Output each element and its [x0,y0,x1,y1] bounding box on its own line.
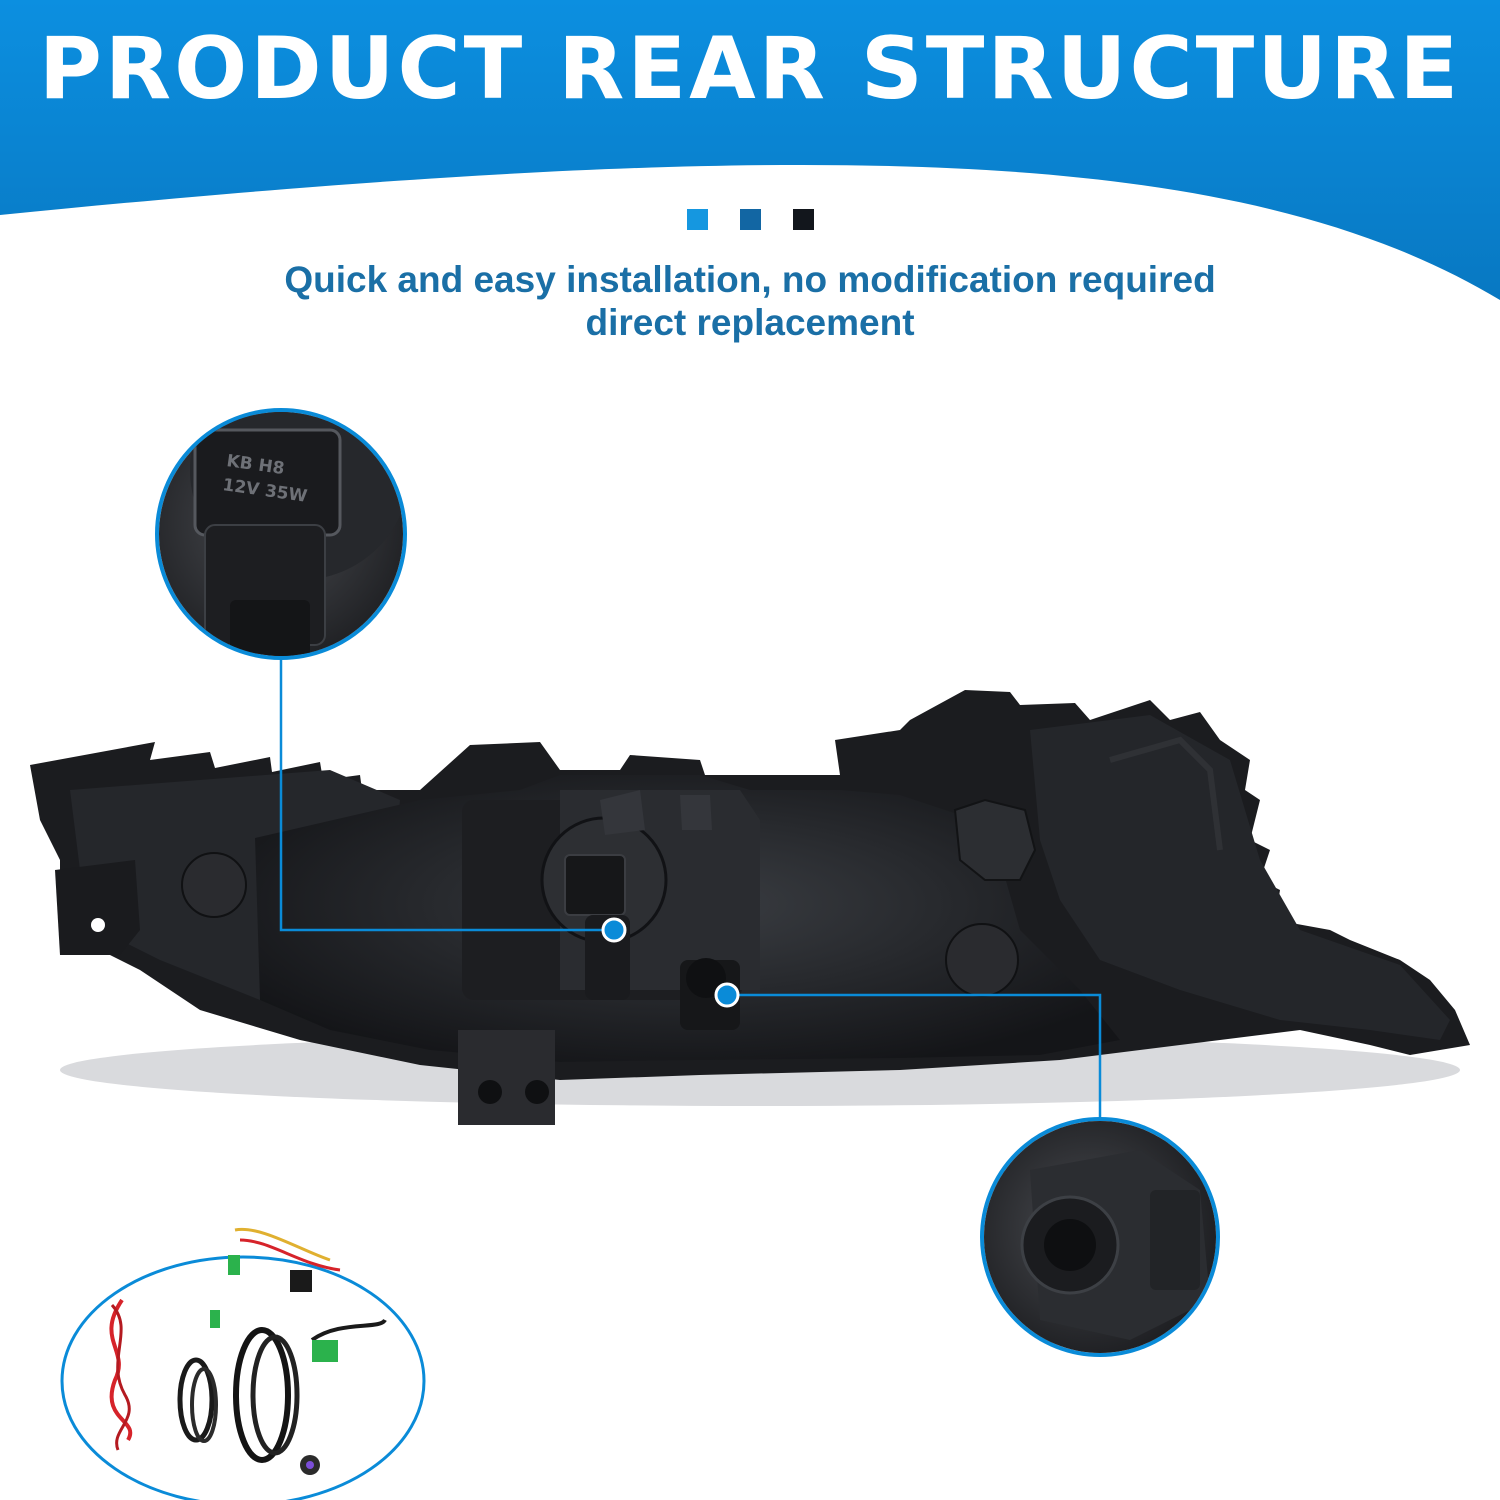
accent-dot-black [792,209,814,230]
accent-dot-dark-blue [739,209,761,230]
subtitle-line2: direct replacement [585,302,915,343]
wiring-harness-kit-image [60,1227,426,1500]
accent-dots [0,209,1500,230]
header-banner [0,0,1500,400]
callout-marker-socket [601,917,627,943]
callout-marker-adjuster [714,982,740,1008]
adjuster-screw-zoom [980,1117,1220,1357]
fog-light-housing-image [30,690,1470,1125]
callout-lines [279,658,1102,1119]
bulb-socket-zoom: KB H8 12V 35W [155,408,407,660]
subtitle: Quick and easy installation, no modifica… [0,258,1500,344]
accent-dot-light-blue [686,209,708,230]
subtitle-line1: Quick and easy installation, no modifica… [284,259,1216,300]
page-title: PRODUCT REAR STRUCTURE [38,19,1462,119]
